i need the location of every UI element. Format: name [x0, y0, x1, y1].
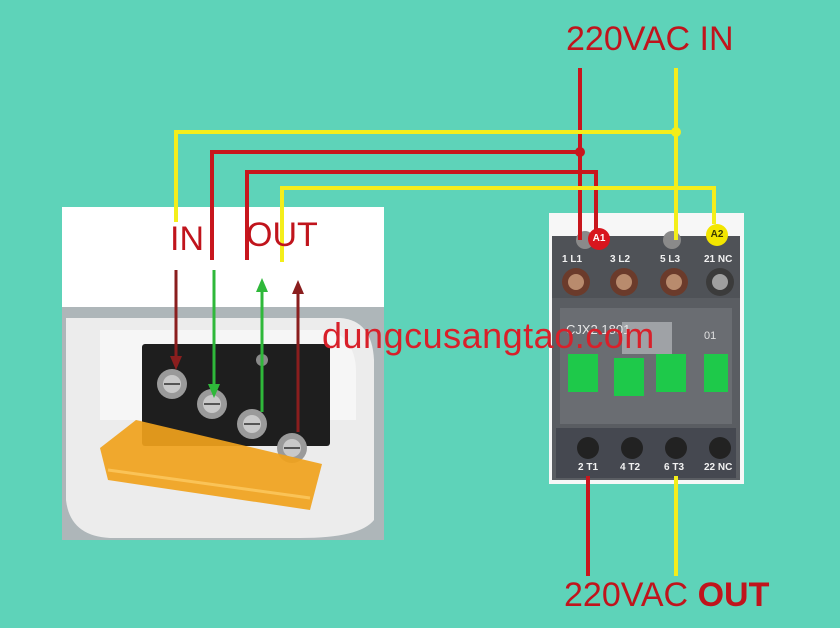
- terminal-screw: [157, 369, 187, 399]
- wire-supply-yellow: [174, 68, 716, 262]
- arrow-in-2: [208, 270, 220, 398]
- contactor-screw: [610, 268, 638, 296]
- contactor-model: CJX2 1801: [566, 322, 631, 337]
- arrow-in-1: [170, 270, 182, 370]
- terminal-screw: [237, 409, 267, 439]
- arrow-out-1: [256, 278, 268, 412]
- supply-label: 220VAC IN: [566, 20, 734, 58]
- terminal-label-top: 1 L1: [562, 254, 583, 265]
- watermark-text: dungcusangtao.com: [322, 315, 655, 356]
- load-label-emphasis: OUT: [697, 576, 770, 614]
- terminal-label-bottom: 4 T2: [620, 462, 641, 473]
- load-label: 220VAC OUT: [564, 578, 769, 612]
- contactor-screw: [706, 268, 734, 296]
- contactor-screw: [562, 268, 590, 296]
- terminal-label-bottom: 6 T3: [664, 462, 685, 473]
- coil-a1-badge: A1: [588, 228, 610, 250]
- terminal-screw: [197, 389, 227, 419]
- terminal-label-bottom: 2 T1: [578, 462, 599, 473]
- junction-dot: [575, 127, 681, 157]
- contactor-aux-code: 01: [704, 330, 717, 342]
- coil-a2-badge: A2: [706, 224, 728, 246]
- controller-photo: [62, 207, 384, 540]
- contactor-screw: [660, 268, 688, 296]
- arrow-out-2: [292, 280, 304, 432]
- terminal-label-bottom: 22 NC: [704, 462, 733, 473]
- terminal-label-top: 21 NC: [704, 254, 733, 265]
- controller-out-label: OUT: [246, 216, 318, 254]
- controller-in-label: IN: [170, 220, 204, 258]
- contactor-photo: [549, 213, 744, 484]
- terminal-label-top: 5 L3: [660, 254, 681, 265]
- terminal-label-top: 3 L2: [610, 254, 631, 265]
- load-label-prefix: 220VAC: [564, 576, 689, 614]
